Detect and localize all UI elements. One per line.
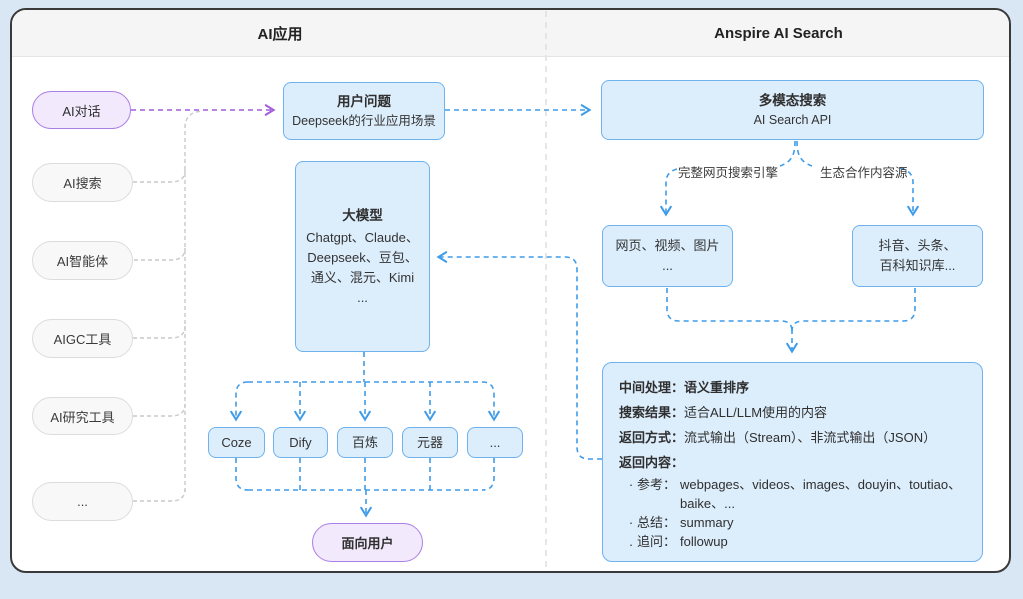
bullet-icon: . <box>629 534 633 549</box>
user-question-title: 用户问题 <box>337 94 391 109</box>
pill-ai-agent-label: AI智能体 <box>56 254 109 269</box>
end-user-pill: 面向用户 <box>312 523 423 562</box>
platform-yuanqi-label: 元器 <box>416 434 443 450</box>
result-list-item-followup: . 追问： followup <box>619 532 966 551</box>
pill-more: ... <box>32 482 133 521</box>
multimodal-search-box: 多模态搜索 AI Search API <box>601 80 984 140</box>
platform-dify-label: Dify <box>289 434 312 450</box>
pill-ai-search: AI搜索 <box>32 163 133 202</box>
llm-models-line-1: Chatgpt、Claude、 <box>306 229 419 245</box>
user-question-box: 用户问题 Deepseek的行业应用场景 <box>283 82 445 140</box>
platform-box-dify: Dify <box>273 427 328 458</box>
result-row-return-mode: 返回方式：流式输出（Stream）、非流式输出（JSON） <box>619 425 966 450</box>
pill-ai-research-tools: AI研究工具 <box>32 397 133 435</box>
result-reference-label: 参考： <box>637 477 677 492</box>
branch-label-eco-sources: 生态合作内容源 <box>820 166 908 180</box>
multimodal-search-subtitle: AI Search API <box>753 113 832 127</box>
result-row-results-label: 搜索结果： <box>619 405 685 420</box>
result-list-item-summary: · 总结： summary <box>619 513 966 532</box>
multimodal-search-title: 多模态搜索 <box>758 93 827 108</box>
user-question-subtitle: Deepseek的行业应用场景 <box>292 114 436 128</box>
result-summary-label: 总结： <box>637 515 677 530</box>
platform-more-label: ... <box>489 434 501 450</box>
pill-aigc-tools: AIGC工具 <box>32 319 133 358</box>
platform-box-more: ... <box>467 427 523 458</box>
branch-label-web-engine: 完整网页搜索引擎 <box>678 166 779 180</box>
pill-ai-chat-label: AI对话 <box>62 103 101 119</box>
pill-ai-agent: AI智能体 <box>32 241 133 280</box>
result-row-return-content: 返回内容： <box>619 450 966 475</box>
platform-box-bailian: 百炼 <box>337 427 393 458</box>
platform-bailian-label: 百炼 <box>351 434 378 450</box>
result-followup-value: followup <box>680 534 728 549</box>
eco-sources-box: 抖音、头条、 百科知识库... <box>852 225 983 287</box>
platform-box-coze: Coze <box>208 427 265 458</box>
result-list-item-reference: · 参考： webpages、videos、images、douyin、tout… <box>619 475 966 513</box>
result-row-return-content-label: 返回内容： <box>619 455 685 470</box>
header-title-ai-apps: AI应用 <box>257 25 303 43</box>
pill-aigc-tools-label: AIGC工具 <box>53 332 112 347</box>
llm-models-line-2: Deepseek、豆包、 <box>307 249 418 265</box>
result-row-results-value: 适合ALL/LLM使用的内容 <box>684 405 828 420</box>
result-followup-label: 追问： <box>637 534 677 549</box>
bullet-icon: · <box>628 477 634 492</box>
result-row-processing-value: 语义重排序 <box>684 380 750 395</box>
llm-models-line-3: 通义、混元、Kimi <box>310 269 415 285</box>
platform-coze-label: Coze <box>221 434 252 450</box>
end-user-label: 面向用户 <box>341 536 394 551</box>
pill-ai-chat: AI对话 <box>32 91 131 129</box>
pill-more-label: ... <box>77 494 88 509</box>
web-sources-line-2: ... <box>662 258 673 273</box>
result-row-return-mode-value: 流式输出（Stream）、非流式输出（JSON） <box>684 430 937 445</box>
result-row-return-mode-label: 返回方式： <box>619 430 685 445</box>
eco-sources-line-1: 抖音、头条、 <box>878 238 957 253</box>
result-row-processing: 中间处理：语义重排序 <box>619 375 966 400</box>
llm-box-title: 大模型 <box>342 207 383 223</box>
result-summary-value: summary <box>680 515 734 530</box>
result-row-results: 搜索结果：适合ALL/LLM使用的内容 <box>619 400 966 425</box>
result-box: 中间处理：语义重排序 搜索结果：适合ALL/LLM使用的内容 返回方式：流式输出… <box>602 362 983 562</box>
eco-sources-line-2: 百科知识库... <box>879 258 956 273</box>
result-row-processing-label: 中间处理： <box>619 380 685 395</box>
web-sources-line-1: 网页、视频、图片 <box>615 238 720 253</box>
llm-models-line-4: ... <box>357 289 368 305</box>
web-sources-box: 网页、视频、图片 ... <box>602 225 733 287</box>
header-title-anspire: Anspire AI Search <box>714 24 843 42</box>
pill-ai-research-tools-label: AI研究工具 <box>50 409 115 425</box>
platform-box-yuanqi: 元器 <box>402 427 458 458</box>
result-reference-value: webpages、videos、images、douyin、toutiao、ba… <box>680 477 962 511</box>
pill-ai-search-label: AI搜索 <box>63 176 102 191</box>
llm-box: 大模型 Chatgpt、Claude、 Deepseek、豆包、 通义、混元、K… <box>295 161 430 352</box>
bullet-icon: · <box>628 515 634 530</box>
header-band: AI应用 Anspire AI Search <box>12 10 1009 57</box>
